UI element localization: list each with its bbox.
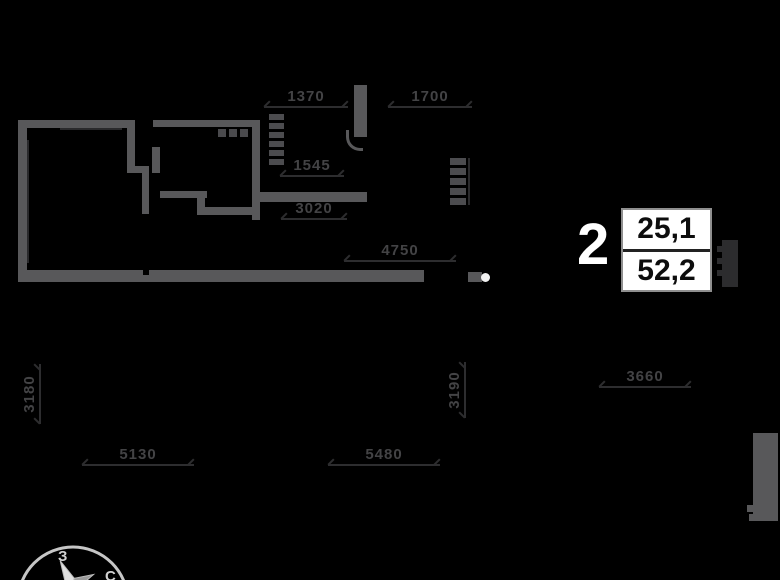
dimension-value: 3180 <box>21 375 38 413</box>
dimension-value: 1545 <box>293 157 331 174</box>
radiator-mark <box>218 129 226 137</box>
dimension-horizontal: 5130 <box>82 447 194 466</box>
dimension-horizontal: 1370 <box>264 89 348 108</box>
pipe-riser <box>354 85 367 137</box>
vent-hatch-bar <box>450 168 466 175</box>
vent-hatch-bar <box>450 178 466 185</box>
dimension-horizontal: 4750 <box>344 243 456 262</box>
vent-hatch-bar <box>450 158 466 165</box>
vent-hatch-bar <box>450 188 466 195</box>
inner-wall-line <box>60 128 122 130</box>
wall-segment <box>747 505 754 512</box>
vent-hatch-bar <box>269 132 284 138</box>
inner-wall-line <box>27 140 29 263</box>
dimension-value: 1700 <box>411 88 449 105</box>
dimension-line <box>281 218 347 220</box>
vent-hatch-bar <box>269 114 284 120</box>
wall-segment <box>197 193 205 215</box>
dimension-horizontal: 3020 <box>281 201 347 220</box>
living-area-text: 25,1 <box>637 212 696 246</box>
dimension-line <box>39 364 41 424</box>
wall-segment <box>18 120 134 128</box>
dimension-line <box>464 362 466 418</box>
dimension-line <box>280 175 344 177</box>
wall-segment <box>18 270 424 282</box>
dimension-line <box>599 386 691 388</box>
dimension-value: 3020 <box>295 200 333 217</box>
radiator-mark <box>240 129 248 137</box>
dimension-horizontal: 3660 <box>599 369 691 388</box>
vent-edge-line <box>468 158 470 205</box>
dimension-value: 1370 <box>287 88 325 105</box>
dimension-line <box>82 464 194 466</box>
wall-fragment-notch <box>717 270 722 276</box>
wall-notch <box>143 270 149 275</box>
pipe-hook-icon <box>346 130 363 151</box>
rooms-count-label: 2 <box>577 212 610 277</box>
dimension-vertical: 3180 <box>21 364 41 424</box>
dimension-value: 4750 <box>381 242 419 259</box>
wall-segment <box>252 120 260 220</box>
dimension-vertical: 3190 <box>446 362 466 418</box>
wall-fragment-notch <box>717 246 722 252</box>
wall-segment <box>18 120 27 282</box>
vent-hatch-bar <box>450 198 466 205</box>
dimension-value: 3660 <box>626 368 664 385</box>
wall-fragment-notch <box>717 258 722 264</box>
wall-segment <box>255 192 367 202</box>
dimension-line <box>344 260 456 262</box>
dimension-value: 5130 <box>119 446 157 463</box>
vent-hatch-bar <box>269 141 284 147</box>
dimension-line <box>328 464 440 466</box>
dimension-line <box>388 106 472 108</box>
vent-hatch-bar <box>269 150 284 156</box>
area-box: 25,1 52,2 <box>621 208 712 292</box>
wall-segment <box>749 514 754 521</box>
dimension-horizontal: 1545 <box>280 158 344 177</box>
compass-icon: З С <box>20 545 126 580</box>
wall-segment <box>203 207 255 215</box>
vent-hatch-bar <box>269 159 284 165</box>
wall-segment <box>753 433 778 521</box>
vent-hatch-bar <box>269 123 284 129</box>
compass-west-letter: З <box>58 548 67 565</box>
dimension-value: 3190 <box>446 371 463 409</box>
wall-fragment <box>722 240 738 287</box>
compass-north-letter: С <box>105 568 116 580</box>
dimension-horizontal: 5480 <box>328 447 440 466</box>
wall-segment <box>152 147 160 173</box>
radiator-mark <box>229 129 237 137</box>
dimension-value: 5480 <box>365 446 403 463</box>
wall-segment <box>160 191 207 198</box>
wall-segment <box>127 120 135 173</box>
wall-segment <box>142 166 149 214</box>
dimension-line <box>264 106 348 108</box>
dimension-horizontal: 1700 <box>388 89 472 108</box>
total-area-value: 52,2 <box>623 252 710 291</box>
total-area-text: 52,2 <box>637 253 696 287</box>
wall-segment <box>468 272 482 282</box>
wall-segment <box>127 166 149 173</box>
wall-segment <box>153 120 254 127</box>
living-area-value: 25,1 <box>623 210 710 252</box>
door-pivot-dot <box>481 273 490 282</box>
